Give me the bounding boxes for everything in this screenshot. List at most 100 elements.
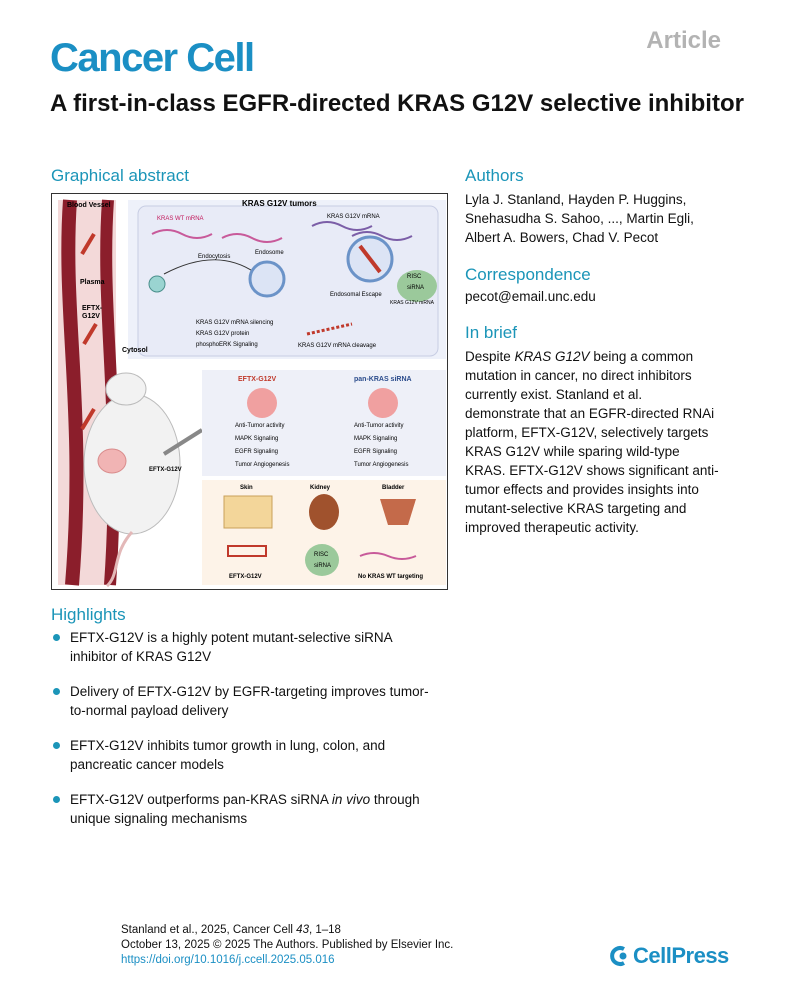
in-brief-line: mutant-selective KRAS targeting and — [465, 501, 687, 516]
doi-link[interactable]: https://doi.org/10.1016/j.ccell.2025.05.… — [121, 954, 335, 966]
g12v-mrna-strand — [351, 231, 413, 241]
plasma-label: Plasma — [80, 279, 105, 286]
correspondence-heading: Correspondence — [465, 265, 591, 284]
endosome-label: Endosome — [255, 250, 284, 256]
angio-label: Tumor Angiogenesis — [235, 462, 289, 468]
wt-mrna-strand — [359, 552, 417, 560]
journal-name: Cancer Cell — [50, 36, 255, 80]
protein-label: KRAS G12V protein — [196, 331, 249, 337]
in-brief-line: tumor effects and provides insights into — [465, 482, 699, 497]
mapk-label: MAPK Signaling — [235, 436, 278, 442]
anti-tumor-label: Anti-Tumor activity — [235, 423, 284, 429]
endosomal-escape-label: Endosomal Escape — [330, 292, 382, 298]
wt-mrna-label: KRAS WT mRNA — [157, 216, 204, 222]
tumor-mass — [97, 448, 127, 474]
in-brief-line: improved therapeutic activity. — [465, 520, 639, 535]
risc-sirna-label: siRNA — [407, 285, 424, 291]
egfr-label-2: EGFR Signaling — [354, 449, 397, 455]
cleaved-mrna — [306, 322, 353, 336]
vessel-wall-left — [61, 199, 84, 586]
col-pankras-label: pan-KRAS siRNA — [354, 376, 412, 383]
graphical-abstract-heading: Graphical abstract — [51, 166, 189, 185]
in-brief-text: Despite KRAS G12V being a common mutatio… — [465, 347, 765, 537]
cellpress-mark-icon — [610, 946, 627, 966]
article-title: A first-in-class EGFR-directed KRAS G12V… — [50, 90, 744, 117]
receptor-complex — [148, 275, 166, 293]
authors-line: Lyla J. Stanland, Hayden P. Huggins, — [465, 192, 687, 207]
eftx-label-line2: G12V — [82, 313, 100, 320]
endocytosis-label: Endocytosis — [198, 254, 230, 260]
in-brief-line: Despite KRAS G12V being a common — [465, 349, 694, 364]
endosome-vesicle — [248, 260, 286, 298]
highlight-item: Delivery of EFTX-G12V by EGFR-targeting … — [52, 682, 452, 720]
in-brief-line: platform, EFTX-G12V, selectively targets — [465, 425, 709, 440]
tumor-cells-pankras — [368, 388, 398, 418]
g12v-mrna-label: KRAS G12V mRNA — [327, 214, 380, 220]
highlight-item: EFTX-G12V inhibits tumor growth in lung,… — [52, 736, 452, 774]
vessel-particle — [80, 232, 96, 256]
vessel-particle — [80, 407, 96, 431]
skin-illustration — [223, 495, 273, 529]
kidney-label: Kidney — [310, 485, 331, 491]
bottom-risc-label: RISC — [314, 552, 329, 558]
authors-heading: Authors — [465, 166, 524, 185]
highlights-heading: Highlights — [51, 605, 126, 624]
tumor-cells-eftx — [247, 388, 277, 418]
vessel-particle — [82, 322, 98, 346]
wt-mrna-strand — [221, 233, 283, 243]
g12v-mrna-strand — [311, 221, 373, 231]
kidney-illustration — [309, 494, 339, 530]
in-brief-line: mutation in cancer, no direct inhibitors — [465, 368, 692, 383]
bullet-icon — [53, 742, 60, 749]
silencing-label: KRAS G12V mRNA silencing — [196, 320, 273, 326]
highlight-item: EFTX-G12V outperforms pan-KRAS siRNA in … — [52, 790, 452, 828]
tumors-label: KRAS G12V tumors — [242, 199, 317, 208]
bladder-illustration — [380, 499, 416, 525]
mapk-label-2: MAPK Signaling — [354, 436, 397, 442]
citation-line: Stanland et al., 2025, Cancer Cell 43, 1… — [121, 924, 341, 936]
bullet-icon — [53, 796, 60, 803]
mouse-head — [105, 372, 147, 406]
in-brief-line: KRAS G12V while sparing wild-type — [465, 444, 680, 459]
citation-footer: Stanland et al., 2025, Cancer Cell 43, 1… — [121, 923, 453, 968]
risc-mrna-label: KRAS G12V mRNA — [390, 300, 435, 306]
correspondence-email[interactable]: pecot@email.unc.edu — [465, 289, 596, 304]
egfr-label: EGFR Signaling — [235, 449, 278, 455]
highlights-list: EFTX-G12V is a highly potent mutant-sele… — [52, 628, 452, 844]
endocytosis-arrow — [163, 259, 258, 275]
cellpress-logo: CellPress — [610, 943, 729, 969]
in-brief-line: currently exist. Stanland et al. — [465, 387, 643, 402]
authors-list: Lyla J. Stanland, Hayden P. Huggins, Sne… — [465, 190, 694, 247]
bullet-icon — [53, 634, 60, 641]
highlight-item: EFTX-G12V is a highly potent mutant-sele… — [52, 628, 452, 666]
bullet-icon — [53, 688, 60, 695]
no-wt-label: No KRAS WT targeting — [358, 574, 423, 580]
bottom-eftx-label: EFTX-G12V — [229, 574, 262, 580]
syringe — [162, 428, 204, 456]
bottom-sirna-label: siRNA — [314, 563, 331, 569]
comparison-panel — [202, 370, 446, 476]
wt-mrna-strand — [151, 229, 213, 239]
in-brief-line: KRAS. EFTX-G12V shows significant anti- — [465, 463, 719, 478]
in-brief-heading: In brief — [465, 323, 517, 342]
graphical-abstract-figure: Blood Vessel Plasma EFTX- G12V Cytosol K… — [51, 193, 448, 590]
cleavage-label: KRAS G12V mRNA cleavage — [298, 343, 377, 349]
cellpress-wordmark: CellPress — [633, 943, 729, 968]
risc-complex — [397, 270, 437, 302]
authors-line: Snehasudha S. Sahoo, ..., Martin Egli, — [465, 211, 694, 226]
eftx-label-line1: EFTX- — [82, 305, 103, 312]
cytosol-label: Cytosol — [122, 347, 148, 354]
anti-tumor-label-2: Anti-Tumor activity — [354, 423, 403, 429]
col-eftx-label: EFTX-G12V — [238, 376, 276, 383]
bottom-eftx-illustration — [227, 545, 267, 557]
mouse-tail — [105, 530, 134, 588]
date-line: October 13, 2025 © 2025 The Authors. Pub… — [121, 939, 454, 951]
escape-sirna — [358, 244, 382, 274]
angio-label-2: Tumor Angiogenesis — [354, 462, 408, 468]
bladder-label: Bladder — [382, 485, 405, 491]
blood-vessel-label: Blood Vessel — [67, 202, 111, 209]
bottom-risc-complex — [305, 544, 339, 576]
article-type-label: Article — [646, 27, 721, 54]
tumor-cell — [137, 205, 439, 357]
in-brief-line: demonstrate that an EGFR-directed RNAi — [465, 406, 715, 421]
